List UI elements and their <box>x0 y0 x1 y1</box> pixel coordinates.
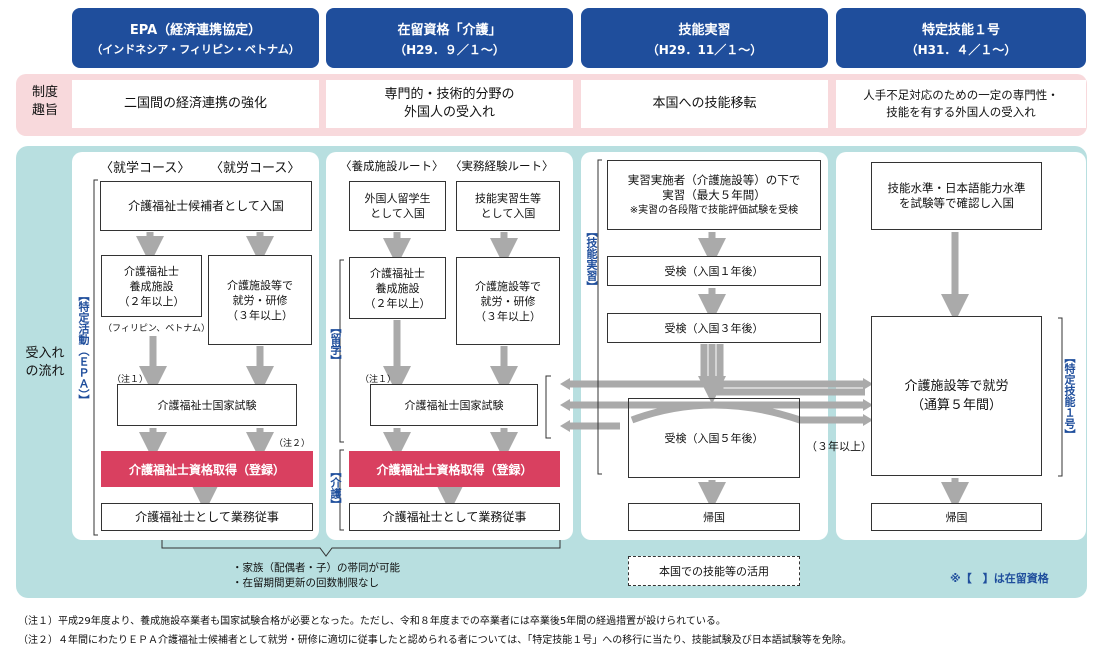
epa-note1: （注１） <box>112 375 149 385</box>
kaigo-exam-box: 介護福祉士国家試験 <box>370 384 538 426</box>
gino-top-note: ※実習の各段階で技能評価試験を受検 <box>629 204 799 216</box>
purpose-kaigo: 専門的・技術的分野の 外国人の受入れ <box>326 80 573 128</box>
epa-course-study: 〈就学コース〉 <box>100 161 191 176</box>
header-gino: 技能実習 （H29．11／１～） <box>581 8 828 68</box>
purpose-epa: 二国間の経済連携の強化 <box>72 80 319 128</box>
kaigo-trainee-entry: 技能実習生等 として入国 <box>456 181 560 231</box>
tokutei-top-box: 技能水準・日本語能力水準 を試験等で確認し入国 <box>871 162 1042 230</box>
bracket-note-1: ・家族（配偶者・子）の帯同が可能 <box>232 562 400 574</box>
header-epa-sub: （インドネシア・フィリピン・ベトナム） <box>91 43 300 56</box>
header-tokutei-title: 特定技能１号 <box>921 22 1000 38</box>
header-epa: EPA（経済連携協定） （インドネシア・フィリピン・ベトナム） <box>72 8 319 68</box>
epa-entry-box: 介護福祉士候補者として入国 <box>100 181 312 231</box>
epa-job-box: 介護福祉士として業務従事 <box>101 503 313 531</box>
gino-exam1-box: 受検（入国１年後） <box>607 256 821 286</box>
flow-label: 受入れ の流れ <box>25 346 65 379</box>
kaigo-job-box: 介護福祉士として業務従事 <box>349 503 560 531</box>
purpose-tokutei: 人手不足対応のための一定の専門性・ 技能を有する外国人の受入れ <box>836 80 1086 128</box>
header-gino-title: 技能実習 <box>678 22 731 38</box>
legend: ※【 】は在留資格 <box>950 572 1049 585</box>
epa-phil-viet: （フィリピン、ベトナム） <box>103 324 211 334</box>
tokutei-return-box: 帰国 <box>871 503 1042 531</box>
purpose-gino: 本国への技能移転 <box>581 80 828 128</box>
kaigo-route-school: 〈養成施設ルート〉 <box>340 159 444 173</box>
epa-side-label: 【特定活動（ＥＰＡ）】 <box>77 290 90 406</box>
gino-exam3-box: 受検（入国３年後） <box>607 313 821 343</box>
epa-note2: （注２） <box>274 439 311 449</box>
header-kaigo: 在留資格「介護」 （H29．９／１～） <box>326 8 573 68</box>
kaigo-side-kaigo: 【介護】 <box>329 466 342 510</box>
gino-top-box: 実習実施者（介護施設等）の下で 実習（最大５年間） ※実習の各段階で技能評価試験… <box>607 160 821 230</box>
header-tokutei-sub: （H31．４／１～） <box>905 42 1017 57</box>
footnote-1: （注１）平成29年度より、養成施設卒業者も国家試験合格が必要となった。ただし、令… <box>18 616 726 627</box>
epa-exam-box: 介護福祉士国家試験 <box>117 384 297 426</box>
header-gino-sub: （H29．11／１～） <box>646 42 763 57</box>
gino-side-label: 【技能実習】 <box>585 226 598 292</box>
gino-return-box: 帰国 <box>628 503 800 531</box>
tokutei-work-box: 介護施設等で就労 （通算５年間） <box>871 316 1042 476</box>
kaigo-school-box: 介護福祉士 養成施設 （２年以上） <box>349 257 446 319</box>
kaigo-qualify-box: 介護福祉士資格取得（登録） <box>349 451 560 487</box>
epa-work-box: 介護施設等で 就労・研修 （３年以上） <box>208 255 312 345</box>
header-tokutei: 特定技能１号 （H31．４／１～） <box>836 8 1086 68</box>
gino-top-text: 実習実施者（介護施設等）の下で 実習（最大５年間） <box>627 172 801 202</box>
kaigo-student-entry: 外国人留学生 として入国 <box>349 181 446 231</box>
bracket-note-2: ・在留期間更新の回数制限なし <box>232 577 379 589</box>
epa-school-box: 介護福祉士 養成施設 （２年以上） <box>101 255 202 317</box>
kaigo-side-study: 【留学】 <box>329 322 342 366</box>
tokutei-side-label: 【特定技能１号】 <box>1063 352 1076 440</box>
header-kaigo-title: 在留資格「介護」 <box>397 22 502 38</box>
gino-dashed-box: 本国での技能等の活用 <box>628 556 800 586</box>
footnote-2: （注２）４年間にわたりＥＰＡ介護福祉士候補者として就労・研修に適切に従事したと認… <box>18 635 852 646</box>
purpose-label: 制度 趣旨 <box>31 85 58 118</box>
header-epa-title: EPA（経済連携協定） <box>129 23 262 38</box>
kaigo-note1: （注１） <box>360 375 397 385</box>
gino-three-years: （３年以上） <box>806 440 872 453</box>
epa-qualify-box: 介護福祉士資格取得（登録） <box>101 451 313 487</box>
kaigo-route-work: 〈実務経験ルート〉 <box>450 159 554 173</box>
kaigo-work-box: 介護施設等で 就労・研修 （３年以上） <box>456 257 560 345</box>
gino-exam5-box: 受検（入国５年後） <box>628 398 800 478</box>
header-kaigo-sub: （H29．９／１～） <box>394 42 505 57</box>
epa-course-work: 〈就労コース〉 <box>210 161 301 176</box>
